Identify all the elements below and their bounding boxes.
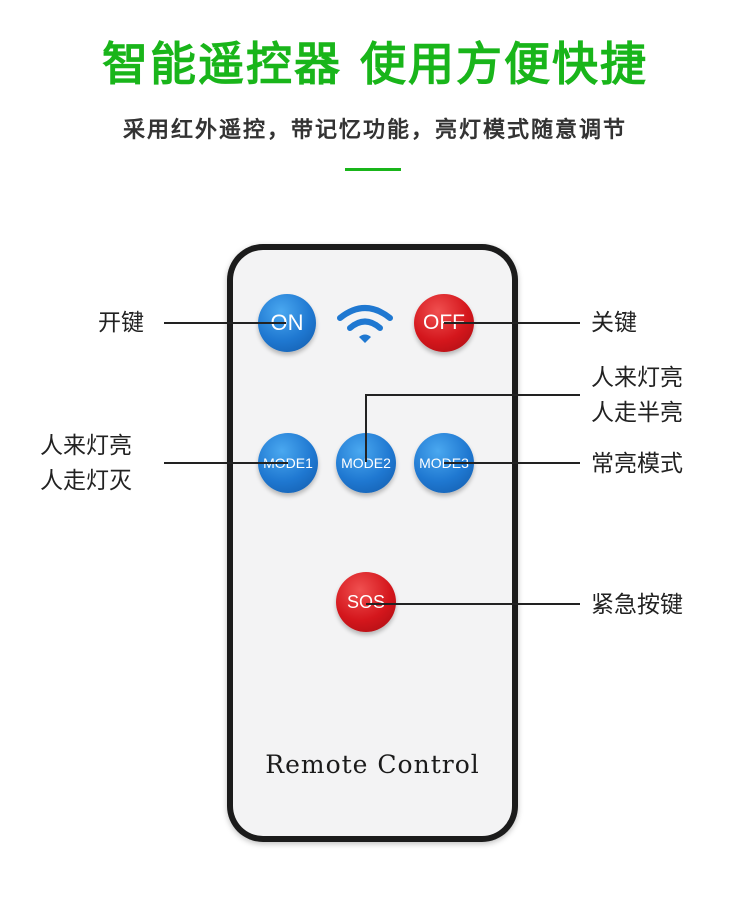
subheadline: 采用红外遥控，带记忆功能，亮灯模式随意调节 bbox=[122, 118, 627, 143]
mode2-callout-line-horizontal bbox=[365, 394, 580, 396]
mode1-callout-line-2: 人走灯灭 bbox=[40, 468, 132, 494]
green-divider bbox=[345, 168, 401, 171]
off-callout-label: 关键 bbox=[591, 310, 637, 336]
mode1-button[interactable]: MODE1 bbox=[258, 433, 318, 493]
headline: 智能遥控器 使用方便快捷 bbox=[101, 37, 648, 91]
mode3-callout-line bbox=[444, 462, 580, 464]
on-callout-label: 开键 bbox=[98, 310, 144, 336]
mode2-button[interactable]: MODE2 bbox=[336, 433, 396, 493]
sos-button[interactable]: SOS bbox=[336, 572, 396, 632]
sos-callout-line bbox=[366, 603, 580, 605]
mode1-callout-line-1: 人来灯亮 bbox=[40, 433, 132, 459]
remote-brand-text: Remote Control bbox=[265, 750, 480, 779]
mode1-callout-line bbox=[164, 462, 288, 464]
on-callout-line bbox=[164, 322, 286, 324]
mode2-callout-line-1: 人来灯亮 bbox=[591, 365, 683, 391]
sos-callout-label: 紧急按键 bbox=[591, 592, 683, 618]
mode3-callout-label: 常亮模式 bbox=[591, 451, 683, 477]
wifi-signal-icon bbox=[337, 305, 393, 343]
mode1-callout-label: 人来灯亮 人走灯灭 bbox=[40, 429, 132, 499]
mode2-callout-line-2: 人走半亮 bbox=[591, 400, 683, 426]
mode2-callout-label: 人来灯亮 人走半亮 bbox=[591, 361, 683, 431]
mode2-callout-line-vertical bbox=[365, 394, 367, 462]
off-callout-line bbox=[444, 322, 580, 324]
